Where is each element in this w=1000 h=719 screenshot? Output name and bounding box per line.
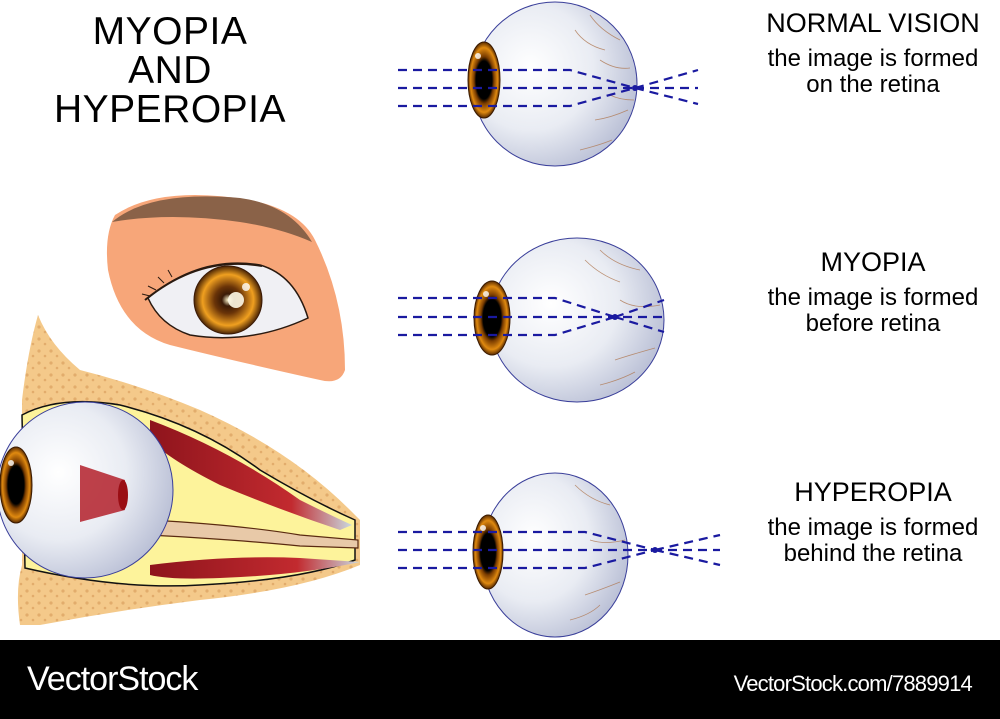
title-line-1: MYOPIA xyxy=(92,10,248,53)
light-rays-normal xyxy=(398,68,699,108)
focal-point-myopia xyxy=(612,314,618,320)
eyeball-normal xyxy=(467,1,638,167)
label-myopia: MYOPIA the image is formed before retina xyxy=(742,247,1000,337)
label-normal-vision-desc-1: the image is formed xyxy=(767,45,979,72)
footer-brand: VectorStock xyxy=(27,660,198,698)
watermark-footer: VectorStock VectorStock.com/7889914 xyxy=(0,640,1000,719)
eyeball-hyperopia xyxy=(472,472,629,638)
light-rays-myopia xyxy=(398,296,665,337)
diagram-title: MYOPIA AND HYPEROPIA xyxy=(30,12,310,129)
label-myopia-heading: MYOPIA xyxy=(820,247,926,277)
label-hyperopia-desc-1: the image is formed xyxy=(767,514,979,541)
diagram-canvas: MYOPIA AND HYPEROPIA xyxy=(0,1,1000,638)
footer-url: VectorStock.com/7889914 xyxy=(733,671,973,696)
title-line-2: AND xyxy=(128,49,212,92)
label-myopia-desc-1: the image is formed xyxy=(767,284,979,311)
eyeball-myopia xyxy=(473,237,665,403)
focal-point-normal xyxy=(632,85,638,91)
frontal-eye-illustration xyxy=(106,195,345,382)
orbit-cross-section-illustration xyxy=(0,315,361,625)
label-hyperopia-heading: HYPEROPIA xyxy=(794,477,952,507)
focal-point-hyperopia xyxy=(652,547,658,553)
label-hyperopia-desc-2: behind the retina xyxy=(783,540,963,567)
label-hyperopia: HYPEROPIA the image is formed behind the… xyxy=(742,477,1000,567)
label-normal-vision: NORMAL VISION the image is formed on the… xyxy=(742,8,1000,98)
title-line-3: HYPEROPIA xyxy=(53,88,287,131)
light-rays-hyperopia xyxy=(398,530,721,570)
label-normal-vision-heading: NORMAL VISION xyxy=(766,8,980,38)
label-myopia-desc-2: before retina xyxy=(805,310,941,337)
label-normal-vision-desc-2: on the retina xyxy=(806,71,940,98)
illustrations xyxy=(0,1,721,638)
